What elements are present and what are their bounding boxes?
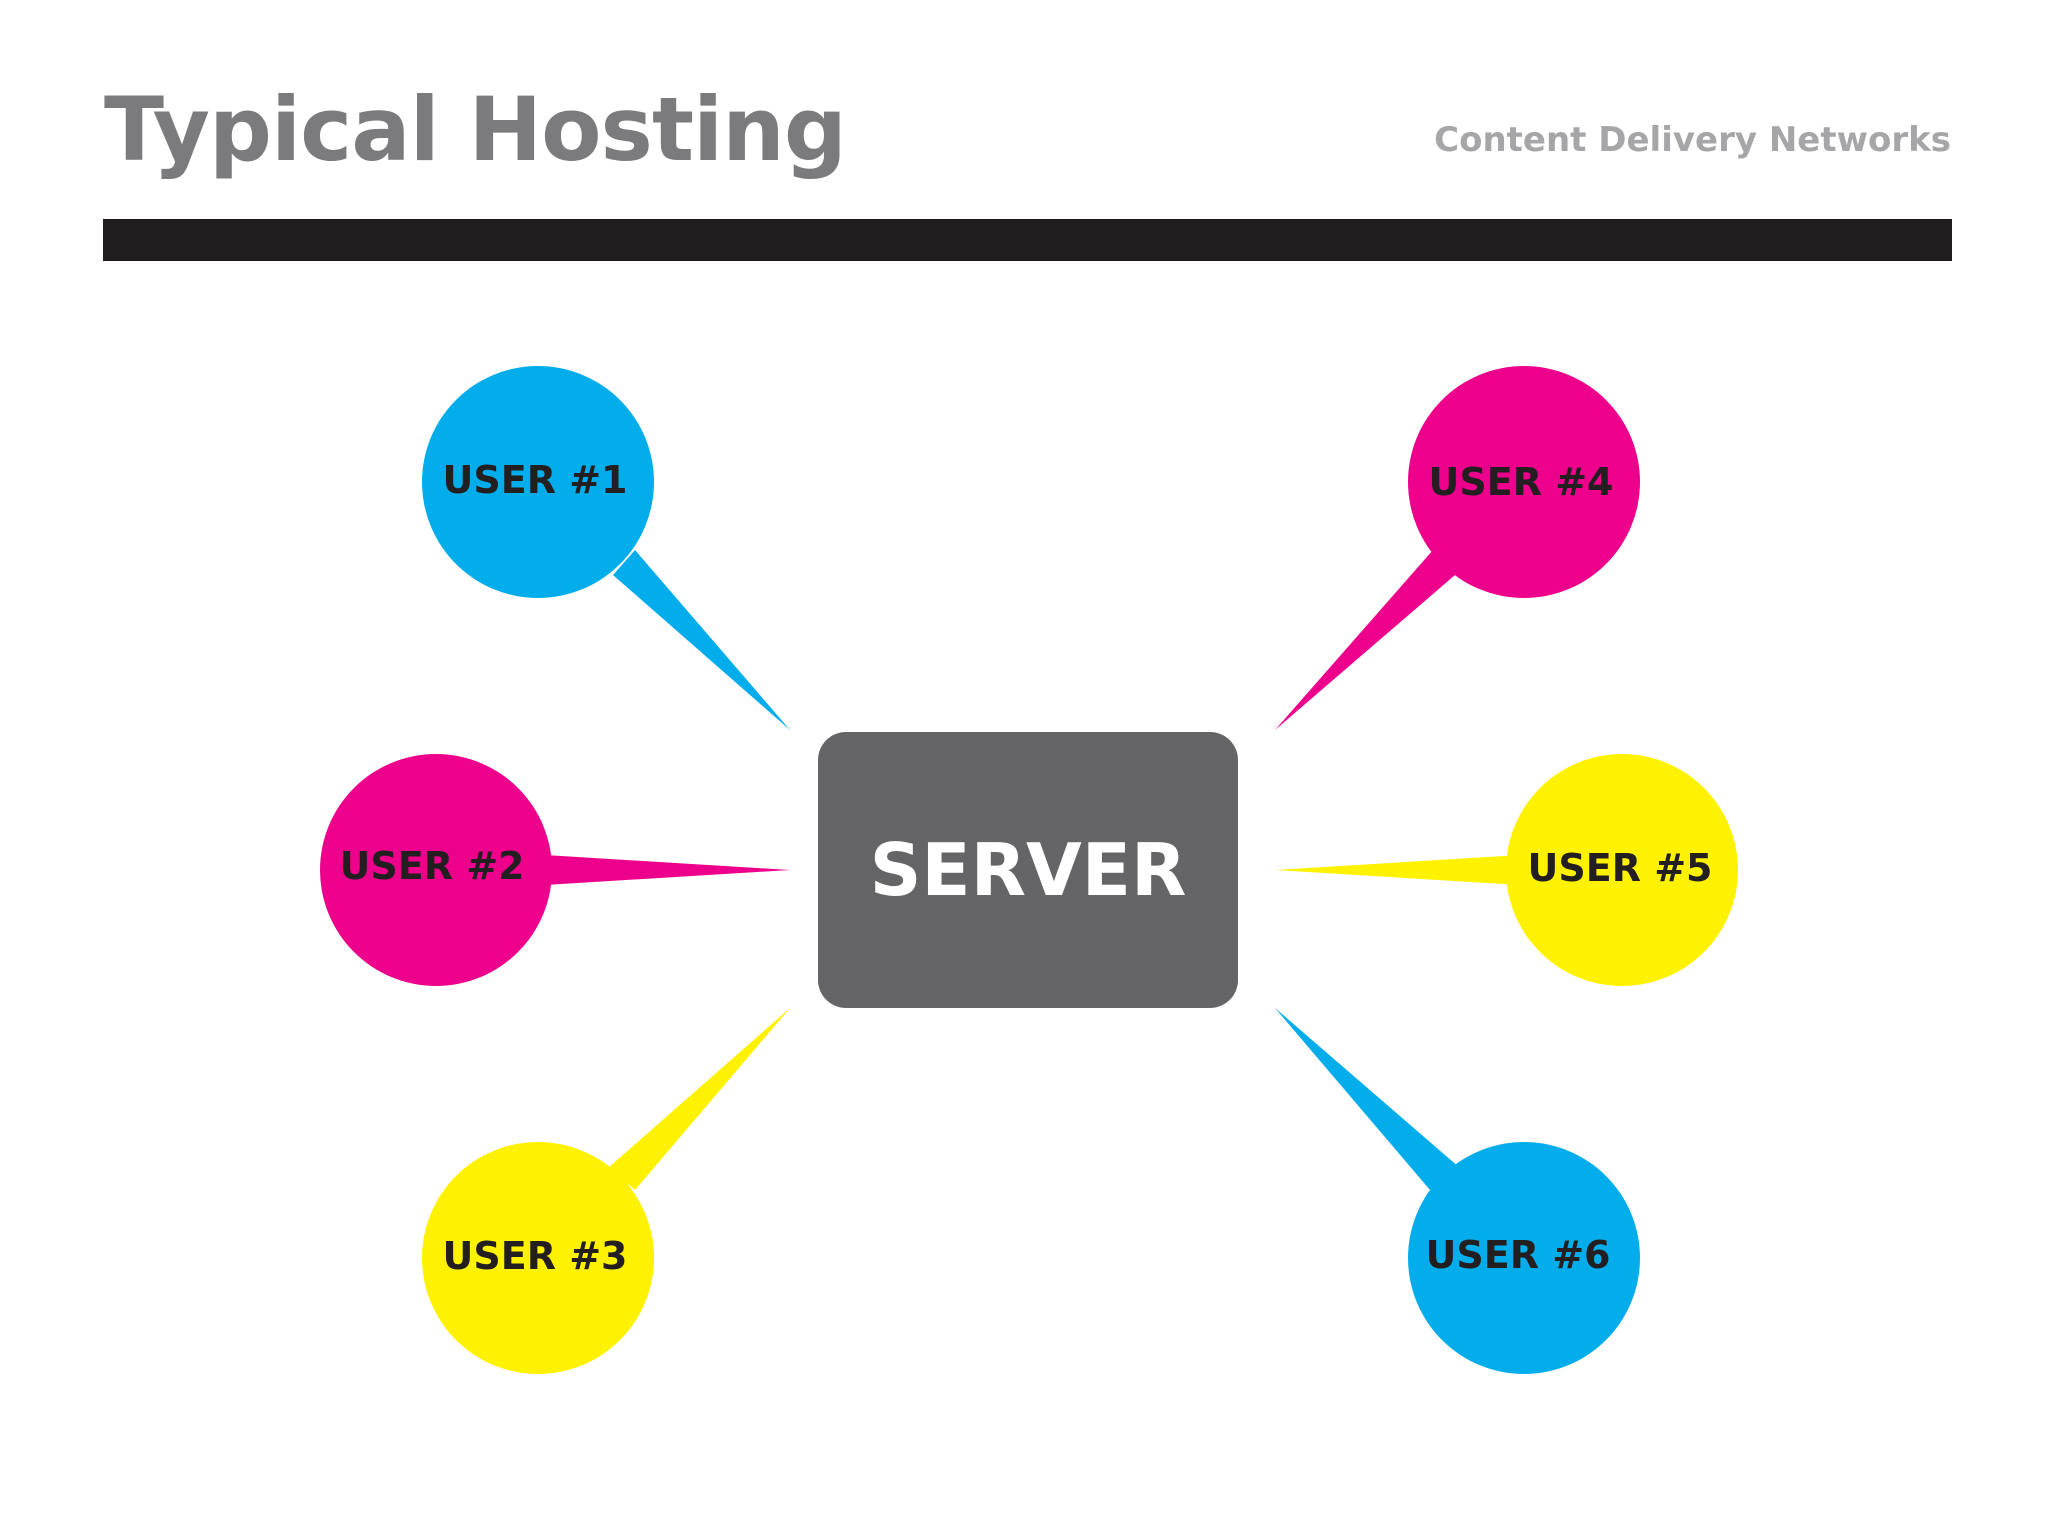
pointer-user-5 [1275, 855, 1520, 885]
user-circle-5 [1506, 754, 1738, 986]
user-label-1: USER #1 [443, 458, 628, 502]
user-circle-6 [1408, 1142, 1640, 1374]
page-title: Typical Hosting [104, 78, 847, 181]
header-divider [103, 219, 1952, 261]
pointer-user-3 [608, 1008, 790, 1190]
server-label: SERVER [870, 828, 1187, 912]
user-circle-4 [1408, 366, 1640, 598]
page-subtitle: Content Delivery Networks [1434, 120, 1951, 160]
user-circle-1 [422, 366, 654, 598]
pointer-user-1 [613, 550, 790, 730]
pointer-user-6 [1275, 1008, 1460, 1190]
server-box [818, 732, 1238, 1008]
user-label-3: USER #3 [443, 1234, 628, 1278]
user-circle-3 [422, 1142, 654, 1374]
user-label-5: USER #5 [1528, 846, 1713, 890]
user-label-4: USER #4 [1429, 460, 1614, 504]
user-circle-2 [320, 754, 552, 986]
user-label-6: USER #6 [1426, 1233, 1611, 1277]
user-label-2: USER #2 [340, 844, 525, 888]
pointer-user-2 [545, 855, 790, 885]
pointer-user-4 [1275, 550, 1455, 730]
